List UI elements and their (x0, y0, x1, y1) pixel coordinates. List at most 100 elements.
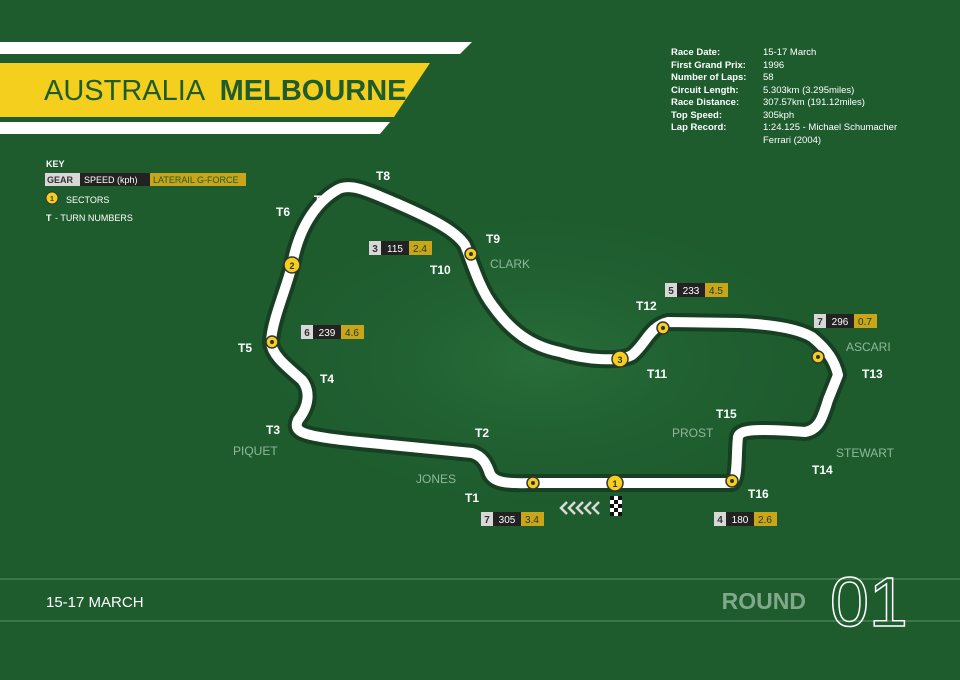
corner-names: CLARK ASCARI STEWART PROST JONES PIQUET (233, 257, 895, 486)
turn-label: T11 (647, 367, 667, 381)
badge-gear: 7 (484, 515, 490, 526)
badge-gear: 7 (817, 317, 823, 328)
corner-node (526, 476, 540, 490)
header-title: AUSTRALIA MELBOURNE (44, 75, 407, 107)
badge-speed: 115 (387, 244, 403, 255)
turn-label: T6 (276, 205, 290, 219)
corner-markers (265, 247, 825, 490)
chevron-left-icon (559, 501, 568, 515)
badge-speed: 180 (732, 515, 749, 526)
turn-label: T4 (320, 372, 334, 386)
sector-marker-icon (606, 474, 624, 492)
checkered-flag-icon (610, 496, 622, 516)
corner-node (656, 321, 670, 335)
turn-label: T3 (266, 423, 280, 437)
info-value: Ferrari (2004) (763, 135, 821, 146)
legend-sector-number: 1 (50, 196, 54, 203)
city-name: MELBOURNE (220, 75, 407, 107)
corner-name: CLARK (490, 257, 530, 271)
corner-name: STEWART (836, 446, 895, 460)
info-value: 5.303km (3.295miles) (763, 85, 854, 96)
corner-node (725, 474, 739, 488)
info-value: 58 (763, 72, 774, 83)
legend-turns-label: - TURN NUMBERS (55, 213, 133, 223)
badge-gforce: 0.7 (858, 317, 872, 328)
corner-badge: 7 305 3.4 (481, 512, 544, 526)
badge-speed: 296 (832, 317, 849, 328)
turn-label: T12 (636, 299, 657, 313)
legend-turn-letter: T (46, 213, 52, 223)
legend-lateral-label: LATERAIL G-FORCE (153, 175, 239, 185)
badge-speed: 233 (683, 286, 700, 297)
legend-sectors-label: SECTORS (66, 195, 109, 205)
badge-gforce: 2.6 (758, 515, 772, 526)
legend-sector-icon (45, 191, 59, 205)
corner-badge: 7 296 0.7 (814, 314, 877, 328)
turn-label: T13 (862, 367, 883, 381)
turn-label: T14 (812, 463, 833, 477)
turn-label: T2 (475, 426, 489, 440)
info-label: Race Distance: (671, 97, 739, 108)
badge-gear: 6 (304, 328, 310, 339)
badge-speed: 239 (319, 328, 336, 339)
track-surface (266, 182, 843, 489)
header-stripe-bottom (0, 122, 390, 134)
round-number: 01 (830, 563, 908, 641)
sector-number: 1 (612, 479, 617, 489)
sector-number: 3 (617, 355, 622, 365)
badge-gforce: 2.4 (413, 244, 427, 255)
info-label: Number of Laps: (671, 72, 746, 83)
sector-marker-icon (283, 256, 301, 274)
footer: 15-17 MARCH ROUND 01 (0, 562, 960, 642)
legend-lateral-swatch (150, 173, 246, 186)
legend: KEY GEAR SPEED (kph) LATERAIL G-FORCE 1 … (45, 159, 246, 223)
corner-badges: 3 115 2.4 5 233 4.5 7 296 0.7 6 239 4.6 (301, 241, 877, 526)
chevron-left-icon (567, 501, 576, 515)
corner-badge: 5 233 4.5 (665, 283, 728, 297)
header-stripe-top (0, 42, 472, 54)
badge-gear: 3 (372, 244, 378, 255)
header-banner: AUSTRALIA MELBOURNE (0, 42, 472, 134)
circuit-track (262, 178, 847, 493)
chevron-left-icon (583, 501, 592, 515)
legend-speed-label: SPEED (kph) (84, 175, 138, 185)
corner-name: JONES (416, 472, 456, 486)
sector-marker-icon (611, 350, 629, 368)
turn-label: T7 (314, 193, 328, 207)
race-info: Race Date: 15-17 March First Grand Prix:… (671, 47, 897, 146)
info-value: 305kph (763, 110, 794, 121)
chevron-left-icon (591, 501, 600, 515)
badge-speed: 305 (499, 515, 516, 526)
badge-gforce: 4.5 (709, 286, 723, 297)
chevron-left-icon (575, 501, 584, 515)
turn-label: T1 (465, 491, 479, 505)
info-value: 1:24.125 - Michael Schumacher (763, 122, 897, 133)
badge-gear: 5 (668, 286, 674, 297)
info-label: Race Date: (671, 47, 720, 58)
info-label: Circuit Length: (671, 85, 739, 96)
footer-date: 15-17 MARCH (46, 594, 144, 611)
header-yellow-band (0, 63, 430, 117)
info-label: Lap Record: (671, 122, 726, 133)
corner-name: ASCARI (846, 340, 891, 354)
info-value: 1996 (763, 60, 784, 71)
turn-label: T9 (486, 232, 500, 246)
turn-label: T15 (716, 407, 737, 421)
corner-badge: 3 115 2.4 (369, 241, 432, 255)
legend-title: KEY (46, 159, 65, 169)
corner-node (265, 335, 279, 349)
badge-gforce: 3.4 (525, 515, 539, 526)
info-value: 15-17 March (763, 47, 816, 58)
sector-number: 2 (289, 261, 294, 271)
info-label: First Grand Prix: (671, 60, 746, 71)
legend-gear-swatch (45, 173, 80, 186)
corner-node (464, 247, 478, 261)
badge-gforce: 4.6 (345, 328, 359, 339)
corner-name: PROST (672, 426, 714, 440)
info-label: Top Speed: (671, 110, 722, 121)
turn-label: T16 (748, 487, 769, 501)
turn-label: T10 (430, 263, 451, 277)
corner-name: PIQUET (233, 444, 278, 458)
round-label: ROUND (722, 588, 806, 614)
